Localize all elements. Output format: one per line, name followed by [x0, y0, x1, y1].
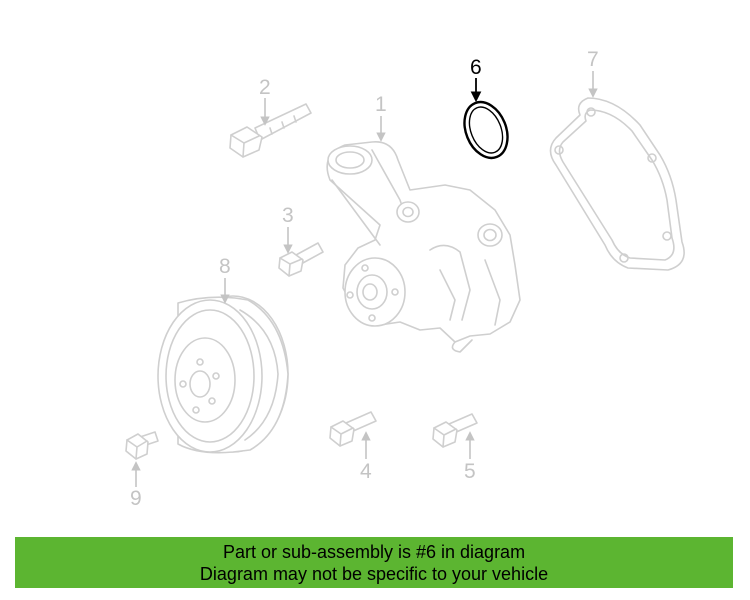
part-7-gasket — [549, 97, 685, 271]
part-3-bolt — [278, 242, 324, 277]
callout-6: 6 — [470, 56, 482, 103]
callout-6-label: 6 — [470, 56, 482, 79]
banner-line-1: Part or sub-assembly is #6 in diagram — [222, 541, 526, 562]
part-1-water-pump — [326, 141, 521, 353]
callout-8: 8 — [219, 255, 231, 304]
part-8-pulley — [157, 295, 289, 454]
callout-2-label: 2 — [259, 76, 271, 99]
part-5-bolt — [432, 413, 478, 448]
callout-9: 9 — [130, 461, 142, 510]
callout-4-label: 4 — [360, 460, 372, 483]
callout-1: 1 — [375, 93, 387, 142]
callout-1-label: 1 — [375, 93, 387, 116]
info-banner: Part or sub-assembly is #6 in diagram Di… — [15, 537, 733, 588]
callout-7: 7 — [587, 48, 599, 98]
callout-7-label: 7 — [587, 48, 599, 71]
parts-diagram: 1 2 3 6 7 8 9 4 5 — [125, 48, 685, 510]
callout-3-label: 3 — [282, 204, 294, 227]
callout-4: 4 — [360, 431, 372, 483]
part-6-o-ring — [463, 100, 509, 160]
callout-2: 2 — [259, 76, 271, 126]
callout-3: 3 — [282, 204, 294, 254]
callout-5: 5 — [464, 431, 476, 483]
callout-8-label: 8 — [219, 255, 231, 278]
callout-9-label: 9 — [130, 487, 142, 510]
part-4-bolt — [329, 411, 377, 447]
banner-line-2: Diagram may not be specific to your vehi… — [199, 563, 549, 584]
callout-5-label: 5 — [464, 460, 476, 483]
part-2-bolt — [229, 103, 312, 158]
part-9-bolt — [125, 431, 159, 460]
